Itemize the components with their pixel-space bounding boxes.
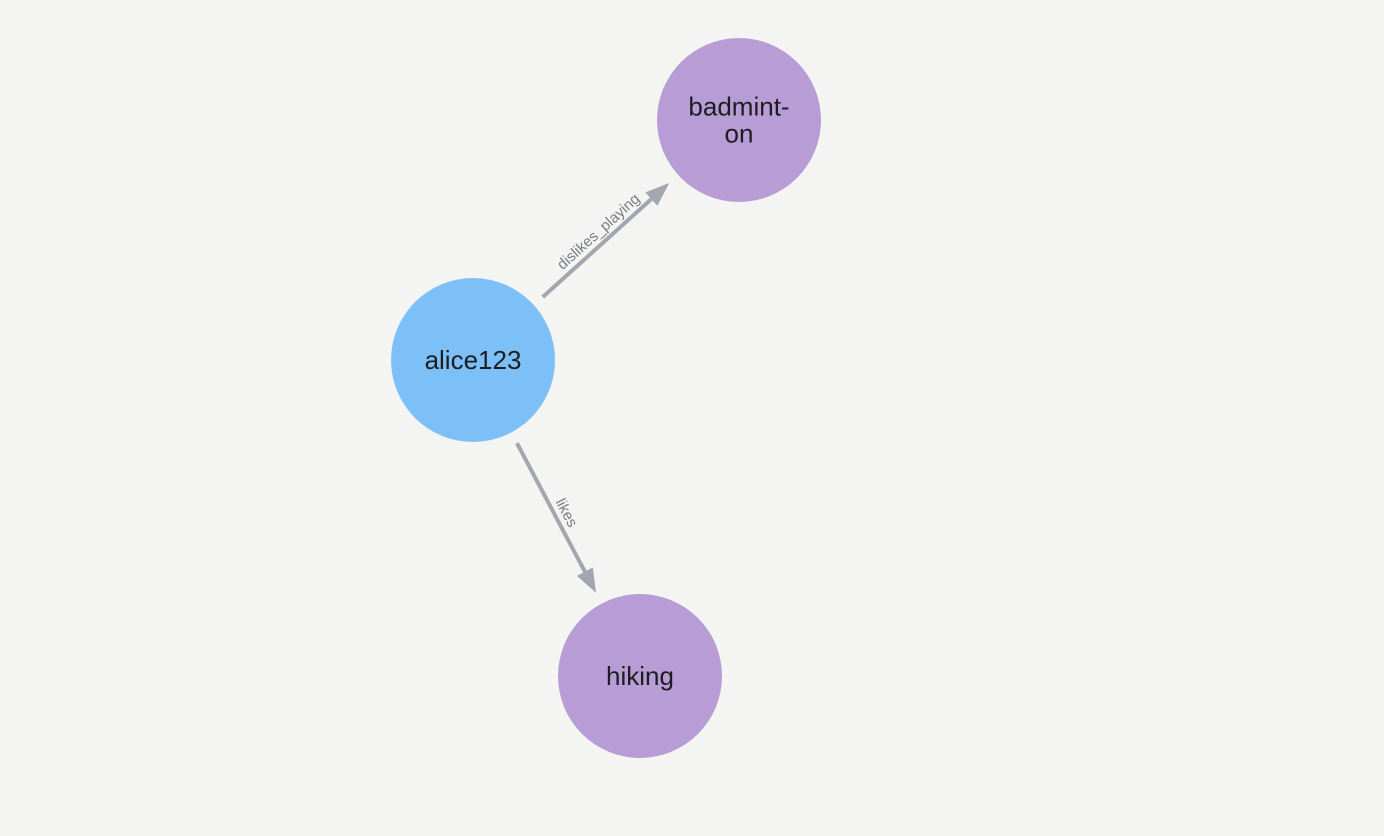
node-circle — [391, 278, 555, 442]
edge-label: likes — [552, 496, 581, 530]
edge-line — [515, 442, 589, 576]
graph-node-alice123[interactable]: alice123 — [391, 278, 555, 442]
graph-node-hiking[interactable]: hiking — [558, 594, 722, 758]
edge-arrowhead — [645, 182, 670, 206]
node-circle — [657, 38, 821, 202]
edge-label: dislikes_playing — [554, 190, 643, 273]
graph-node-badminton[interactable]: badmint-on — [657, 38, 821, 202]
edge-line — [541, 195, 655, 299]
node-circle — [558, 594, 722, 758]
edge-arrowhead — [576, 567, 597, 593]
graph-edge-likes[interactable]: likes — [515, 442, 597, 593]
graph-edge-dislikes_playing[interactable]: dislikes_playing — [541, 182, 670, 299]
